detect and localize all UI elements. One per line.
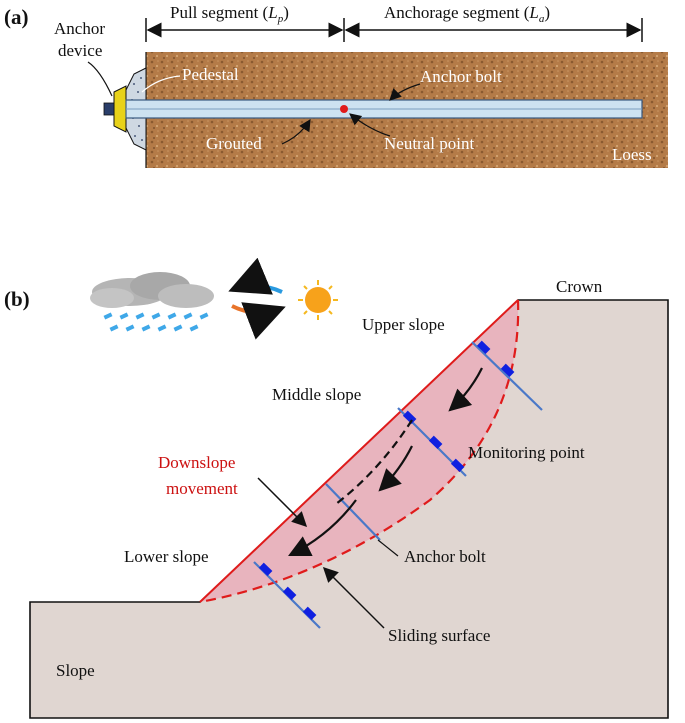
loess-label: Loess xyxy=(612,145,652,164)
anchor-bolt-leader-a xyxy=(389,83,421,101)
grouted-leader xyxy=(281,118,311,145)
cloud-icon xyxy=(90,272,214,308)
movement-arrows xyxy=(288,367,483,556)
sliding-surface-leader xyxy=(322,566,385,629)
neutral-point-label: Neutral point xyxy=(384,134,474,153)
upper-slope-label: Upper slope xyxy=(362,315,445,334)
anchor-bolt-label-b: Anchor bolt xyxy=(404,547,486,566)
pull-segment-label: Pull segment (Lp) xyxy=(170,3,289,25)
downslope-leader xyxy=(257,477,308,528)
cycle-arrow-right-icon xyxy=(231,302,286,340)
cycle-arrow-left-icon xyxy=(228,257,283,295)
anchor-device-label-line1: Anchor xyxy=(54,19,105,38)
crown-label: Crown xyxy=(556,277,603,296)
anchor-device-label-line2: device xyxy=(58,41,102,60)
anchor-device xyxy=(113,85,127,133)
rain-icon xyxy=(103,312,209,332)
anchor-bolt-leader-b xyxy=(377,539,399,557)
grouted-label: Grouted xyxy=(206,134,262,153)
dimension-lines xyxy=(145,18,643,42)
slope-surface xyxy=(199,299,519,603)
neutral-point-leader xyxy=(349,113,391,137)
sliding-surface-label: Sliding surface xyxy=(388,626,490,645)
anchor-device-nut xyxy=(103,102,115,116)
anchor-device-leader xyxy=(87,61,113,97)
pedestal-label: Pedestal xyxy=(182,65,239,84)
monitoring-points xyxy=(258,340,515,621)
anchorage-segment-label: Anchorage segment (La) xyxy=(384,3,550,25)
sun-icon xyxy=(298,280,338,320)
neutral-point-marker xyxy=(340,105,348,113)
pedestal-leader xyxy=(141,75,181,93)
panel-b-label: (b) xyxy=(4,287,30,311)
lower-slope-label: Lower slope xyxy=(124,547,209,566)
middle-slope-label: Middle slope xyxy=(272,385,361,404)
panel-a-label: (a) xyxy=(4,5,29,29)
monitoring-point-label: Monitoring point xyxy=(468,443,585,462)
anchor-bolt-label-a: Anchor bolt xyxy=(420,67,502,86)
downslope-movement-label-line1: Downslope xyxy=(158,453,235,472)
downslope-movement-label-line2: movement xyxy=(166,479,238,498)
slope-label: Slope xyxy=(56,661,95,680)
